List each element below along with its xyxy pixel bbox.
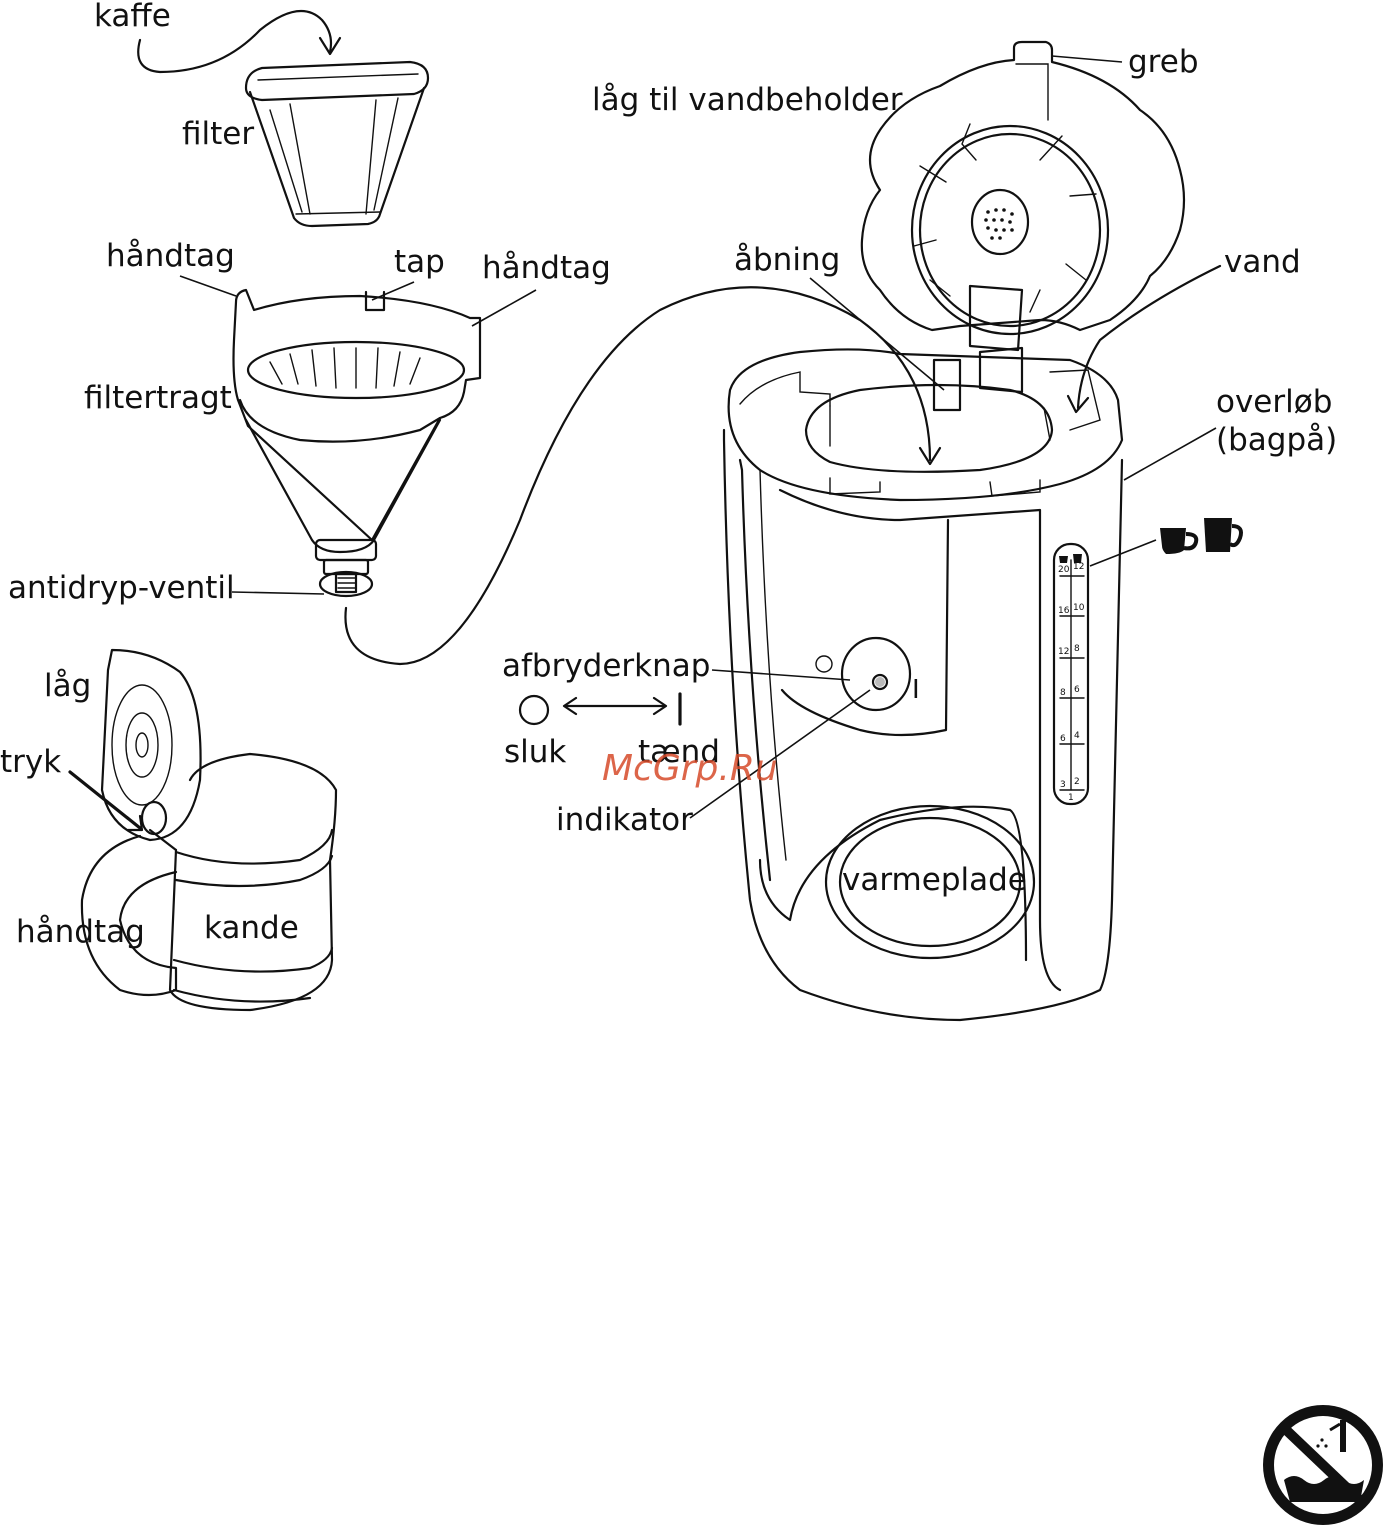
scale-left-1: 16 — [1058, 606, 1070, 616]
coffee-jug — [82, 650, 336, 1010]
label-indikator: indikator — [556, 802, 693, 838]
funnel-arrow — [345, 287, 930, 664]
scale-right-0: 12 — [1073, 562, 1084, 572]
label-bagpa: (bagpå) — [1216, 422, 1337, 458]
no-immerse-in-water-icon — [1263, 1405, 1383, 1525]
scale-left-0: 20 — [1058, 565, 1070, 575]
label-greb: greb — [1128, 44, 1199, 80]
scale-small-cup-icon — [1059, 556, 1068, 563]
label-antidryp-ventil: antidryp-ventil — [8, 570, 235, 606]
scale-right-3: 6 — [1074, 685, 1080, 695]
label-vand: vand — [1224, 244, 1301, 280]
shower-head-holes — [984, 208, 1014, 240]
label-abning: åbning — [734, 242, 840, 278]
filter-funnel — [234, 290, 481, 596]
label-tap: tap — [394, 244, 445, 280]
label-filter: filter — [182, 116, 254, 152]
label-varmeplade: varmeplade — [842, 862, 1027, 898]
watermark: McGrp.Ru — [602, 748, 778, 789]
scale-left-4: 6 — [1060, 734, 1066, 744]
switch-symbol — [520, 694, 680, 724]
label-sluk: sluk — [504, 734, 566, 770]
label-kaffe: kaffe — [94, 0, 171, 34]
switch-on-mark: I — [912, 675, 920, 705]
leader-lines — [180, 56, 1216, 818]
large-mug-icon — [1204, 518, 1241, 552]
scale-bottom: 1 — [1068, 793, 1074, 803]
label-tryk: tryk — [0, 744, 61, 780]
scale-right-5: 2 — [1074, 777, 1080, 787]
scale-right-2: 8 — [1074, 644, 1080, 654]
scale-left-5: 3 — [1060, 780, 1066, 790]
label-lag-til-vandbeholder: låg til vandbeholder — [592, 82, 903, 118]
scale-right-1: 10 — [1073, 603, 1085, 613]
filter-basket — [246, 62, 428, 226]
label-filtertragt: filtertragt — [84, 380, 232, 416]
label-handtag-right: håndtag — [482, 250, 611, 286]
label-kande: kande — [204, 910, 299, 946]
label-overlob: overløb — [1216, 384, 1332, 420]
scale-right-4: 4 — [1074, 731, 1080, 741]
label-lag: låg — [44, 668, 91, 704]
scale-left-3: 8 — [1060, 688, 1066, 698]
label-handtag-jug: håndtag — [16, 914, 145, 950]
scale-left-2: 12 — [1058, 647, 1069, 657]
vand-arrow — [1078, 266, 1220, 408]
label-afbryderknap: afbryderknap — [502, 648, 710, 684]
small-cup-icon — [1160, 528, 1196, 554]
label-handtag-left: håndtag — [106, 238, 235, 274]
